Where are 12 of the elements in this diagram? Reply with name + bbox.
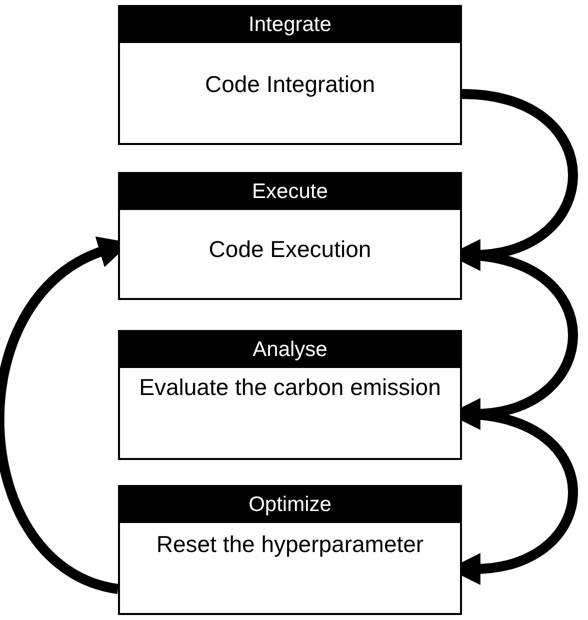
process-box bbox=[118, 5, 462, 145]
process-box bbox=[118, 330, 462, 460]
step-text: Evaluate the carbon emission bbox=[139, 373, 441, 402]
step-text: Code Execution bbox=[208, 235, 372, 264]
stage-header: Optimize bbox=[120, 487, 460, 523]
stage-header: Execute bbox=[120, 174, 460, 210]
step-text: Code Integration bbox=[204, 70, 376, 99]
stage-header: Analyse bbox=[120, 332, 460, 368]
process-box bbox=[118, 172, 462, 300]
step-text: Reset the hyperparameter bbox=[156, 530, 424, 559]
process-box bbox=[118, 485, 462, 615]
stage-header: Integrate bbox=[120, 7, 460, 43]
